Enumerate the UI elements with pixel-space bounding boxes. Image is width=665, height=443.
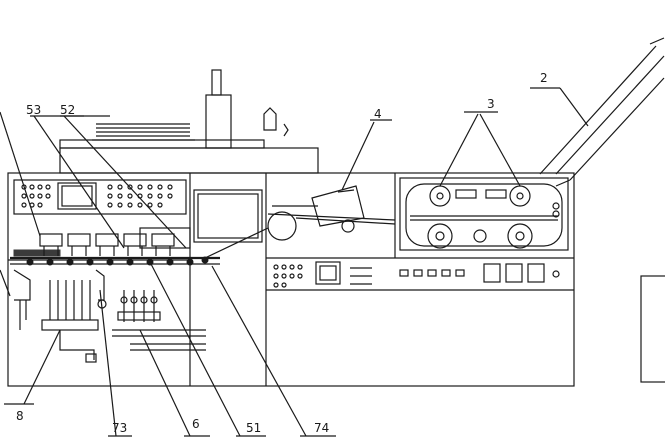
chimney (205, 69, 232, 149)
label-53: 53 (26, 103, 41, 117)
lower-left-manifold (13, 269, 107, 363)
cutting-mechanism (267, 185, 396, 241)
label-4: 4 (374, 107, 382, 121)
label-8: 8 (16, 409, 24, 423)
side-box (640, 275, 665, 383)
inclined-conveyor (539, 37, 665, 187)
reference-labels: 2 3 4 52 53 8 73 6 51 74 (16, 71, 548, 435)
label-51: 51 (246, 421, 261, 435)
upper-hood (59, 139, 319, 174)
monitor-screen (193, 189, 263, 243)
belt-assembly (399, 177, 569, 251)
nozzle-fitting (263, 107, 289, 137)
middle-control-panel (273, 261, 560, 288)
left-panel-buttons (21, 184, 173, 208)
label-73: 73 (112, 421, 127, 435)
label-52: 52 (60, 103, 75, 117)
leader-lines (0, 87, 589, 437)
top-vent-stack (92, 123, 195, 141)
roller-conveyor (10, 227, 269, 266)
label-74: 74 (314, 421, 329, 435)
lower-valves (112, 290, 206, 351)
label-2: 2 (540, 71, 548, 85)
left-control-panel (13, 179, 187, 215)
main-frame (7, 172, 575, 387)
label-6: 6 (192, 417, 200, 431)
label-3: 3 (487, 97, 495, 111)
